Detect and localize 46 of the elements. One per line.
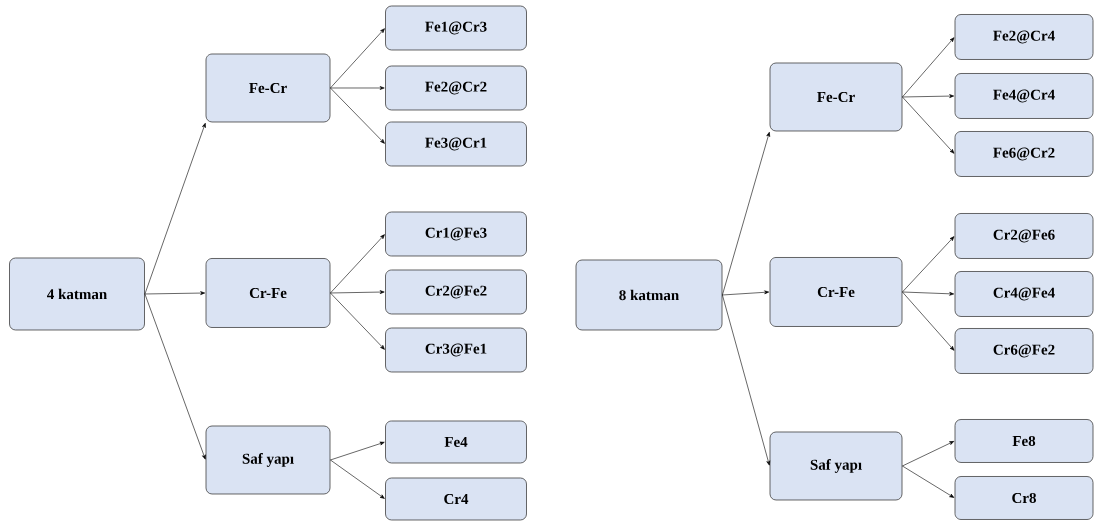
process-box: Cr2@Fe6 xyxy=(954,213,1094,259)
arrow xyxy=(330,28,385,89)
process-box: Fe6@Cr2 xyxy=(954,131,1094,177)
arrow xyxy=(144,122,206,295)
process-box: Cr-Fe xyxy=(205,258,331,328)
process-box: Cr4@Fe4 xyxy=(954,271,1094,317)
arrow xyxy=(722,294,771,466)
process-box: Cr2@Fe2 xyxy=(385,269,527,315)
process-box: Fe1@Cr3 xyxy=(385,5,527,51)
arrow xyxy=(722,131,771,296)
arrow xyxy=(144,293,206,460)
arrow xyxy=(330,292,385,350)
arrow xyxy=(330,234,385,294)
process-box: Fe3@Cr1 xyxy=(385,121,527,167)
arrow xyxy=(902,236,955,293)
process-box: Fe-Cr xyxy=(205,53,331,123)
arrow xyxy=(902,441,955,467)
process-box: Saf yapı xyxy=(769,431,903,501)
arrow xyxy=(722,290,770,296)
arrow xyxy=(330,86,385,90)
arrow xyxy=(902,94,955,98)
process-box: Cr8 xyxy=(954,476,1094,520)
arrow xyxy=(330,441,385,461)
process-box: Cr4 xyxy=(385,477,527,521)
arrow xyxy=(902,96,955,154)
process-box: Fe4@Cr4 xyxy=(954,73,1094,119)
arrow xyxy=(902,465,955,498)
arrow xyxy=(330,459,385,499)
arrow xyxy=(330,87,385,144)
process-box: Fe2@Cr2 xyxy=(385,65,527,111)
process-box: Fe8 xyxy=(954,419,1094,463)
process-box: Cr-Fe xyxy=(769,257,903,327)
process-box: Saf yapı xyxy=(205,425,331,495)
process-box: Fe4 xyxy=(385,420,527,464)
arrow xyxy=(330,290,385,294)
arrow xyxy=(902,37,955,98)
process-box: Fe2@Cr4 xyxy=(954,14,1094,60)
process-box: 4 katman xyxy=(9,257,145,331)
process-box: Cr6@Fe2 xyxy=(954,328,1094,374)
arrow xyxy=(902,291,955,296)
arrow xyxy=(902,291,955,351)
process-box: 8 katman xyxy=(575,259,723,331)
process-box: Cr1@Fe3 xyxy=(385,211,527,257)
process-box: Fe-Cr xyxy=(769,62,903,132)
arrow xyxy=(144,291,206,295)
process-box: Cr3@Fe1 xyxy=(385,327,527,373)
